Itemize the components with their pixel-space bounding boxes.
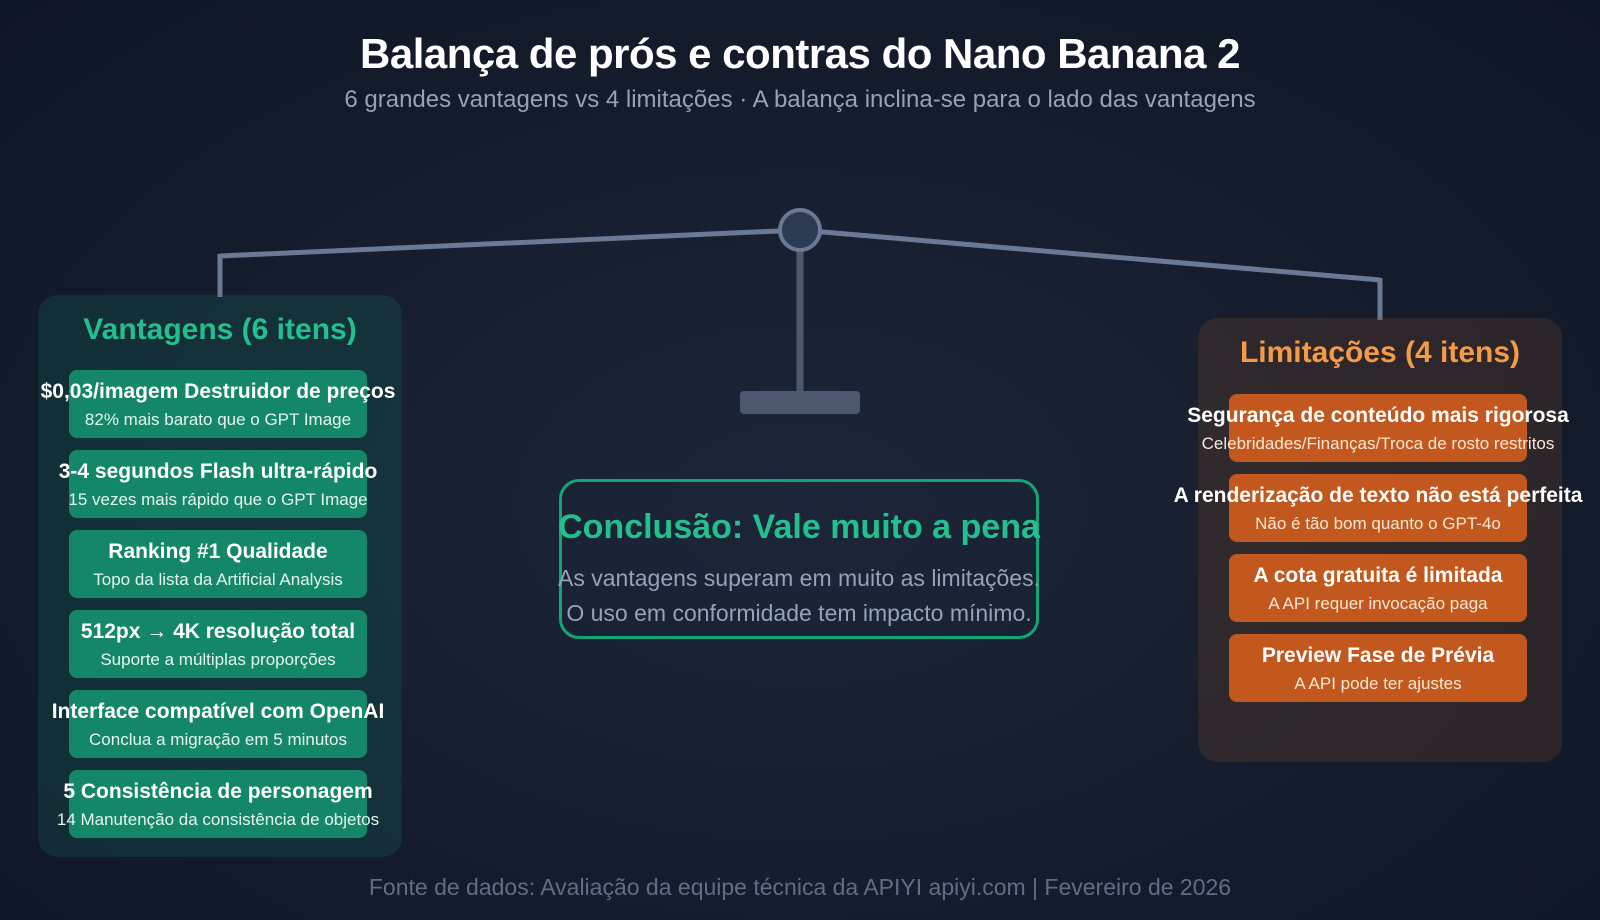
cons-card: A cota gratuita é limitada A API requer …	[1229, 554, 1527, 622]
pros-card: 512px → 4K resolução total Suporte a múl…	[69, 610, 367, 678]
cons-card-title: Preview Fase de Prévia	[1261, 644, 1495, 667]
footer-source: Fonte de dados: Avaliação da equipe técn…	[368, 874, 1232, 900]
cons-card-title: A cota gratuita é limitada	[1253, 564, 1503, 587]
pros-card-title: Ranking #1 Qualidade	[108, 540, 328, 563]
page-title: Balança de prós e contras do Nano Banana…	[360, 30, 1240, 77]
cons-card-sub: Celebridades/Finanças/Troca de rosto res…	[1201, 434, 1555, 453]
conclusion-line-1: As vantagens superam em muito as limitaç…	[558, 565, 1040, 591]
pros-card-sub: 15 vezes mais rápido que o GPT Image	[68, 490, 368, 509]
page-subtitle: 6 grandes vantagens vs 4 limitações · A …	[344, 86, 1256, 113]
pros-card-title: $0,03/imagem Destruidor de preços	[40, 380, 396, 403]
pros-card: 5 Consistência de personagem 14 Manutenç…	[57, 770, 379, 838]
pros-card: Ranking #1 Qualidade Topo da lista da Ar…	[69, 530, 367, 598]
cons-panel: Limitações (4 itens) Segurança de conteú…	[1174, 318, 1582, 762]
cons-card: Segurança de conteúdo mais rigorosa Cele…	[1187, 394, 1569, 462]
cons-card-title: Segurança de conteúdo mais rigorosa	[1187, 404, 1569, 427]
cons-card-sub: A API pode ter ajustes	[1294, 674, 1462, 693]
pros-card-sub: Suporte a múltiplas proporções	[100, 650, 336, 669]
conclusion-box: Conclusão: Vale muito a pena As vantagen…	[558, 479, 1040, 639]
conclusion-title: Conclusão: Vale muito a pena	[558, 508, 1040, 546]
pros-card-sub: 14 Manutenção da consistência de objetos	[56, 810, 380, 829]
cons-card: Preview Fase de Prévia A API pode ter aj…	[1229, 634, 1527, 702]
pros-card: 3-4 segundos Flash ultra-rápido 15 vezes…	[59, 450, 377, 518]
pros-card-sub: 82% mais barato que o GPT Image	[84, 410, 352, 429]
scale-pivot	[778, 208, 822, 252]
pros-card-title: 3-4 segundos Flash ultra-rápido	[58, 460, 378, 483]
pros-card-sub: Conclua a migração em 5 minutos	[89, 730, 347, 749]
pros-card: $0,03/imagem Destruidor de preços 82% ma…	[41, 370, 395, 438]
cons-card-sub: A API requer invocação paga	[1268, 594, 1488, 613]
scale-base	[740, 391, 860, 414]
pros-card-title: 512px → 4K resolução total	[80, 620, 356, 643]
pros-card: Interface compatível com OpenAI Conclua …	[52, 690, 384, 758]
cons-title: Limitações (4 itens)	[1239, 336, 1521, 369]
scale-beam-left	[219, 227, 801, 259]
scale-beam-right	[799, 227, 1381, 283]
cons-card-sub: Não é tão bom quanto o GPT-4o	[1255, 514, 1501, 533]
pros-card-title: Interface compatível com OpenAI	[51, 700, 385, 723]
pros-title: Vantagens (6 itens)	[83, 313, 357, 346]
conclusion-line-2: O uso em conformidade tem impacto mínimo…	[566, 600, 1032, 626]
pros-card-sub: Topo da lista da Artificial Analysis	[93, 570, 343, 589]
pros-card-title: 5 Consistência de personagem	[63, 780, 373, 803]
cons-card: A renderização de texto não está perfeit…	[1174, 474, 1582, 542]
cons-card-title: A renderização de texto não está perfeit…	[1173, 484, 1583, 507]
pros-panel: Vantagens (6 itens) $0,03/imagem Destrui…	[38, 295, 402, 857]
